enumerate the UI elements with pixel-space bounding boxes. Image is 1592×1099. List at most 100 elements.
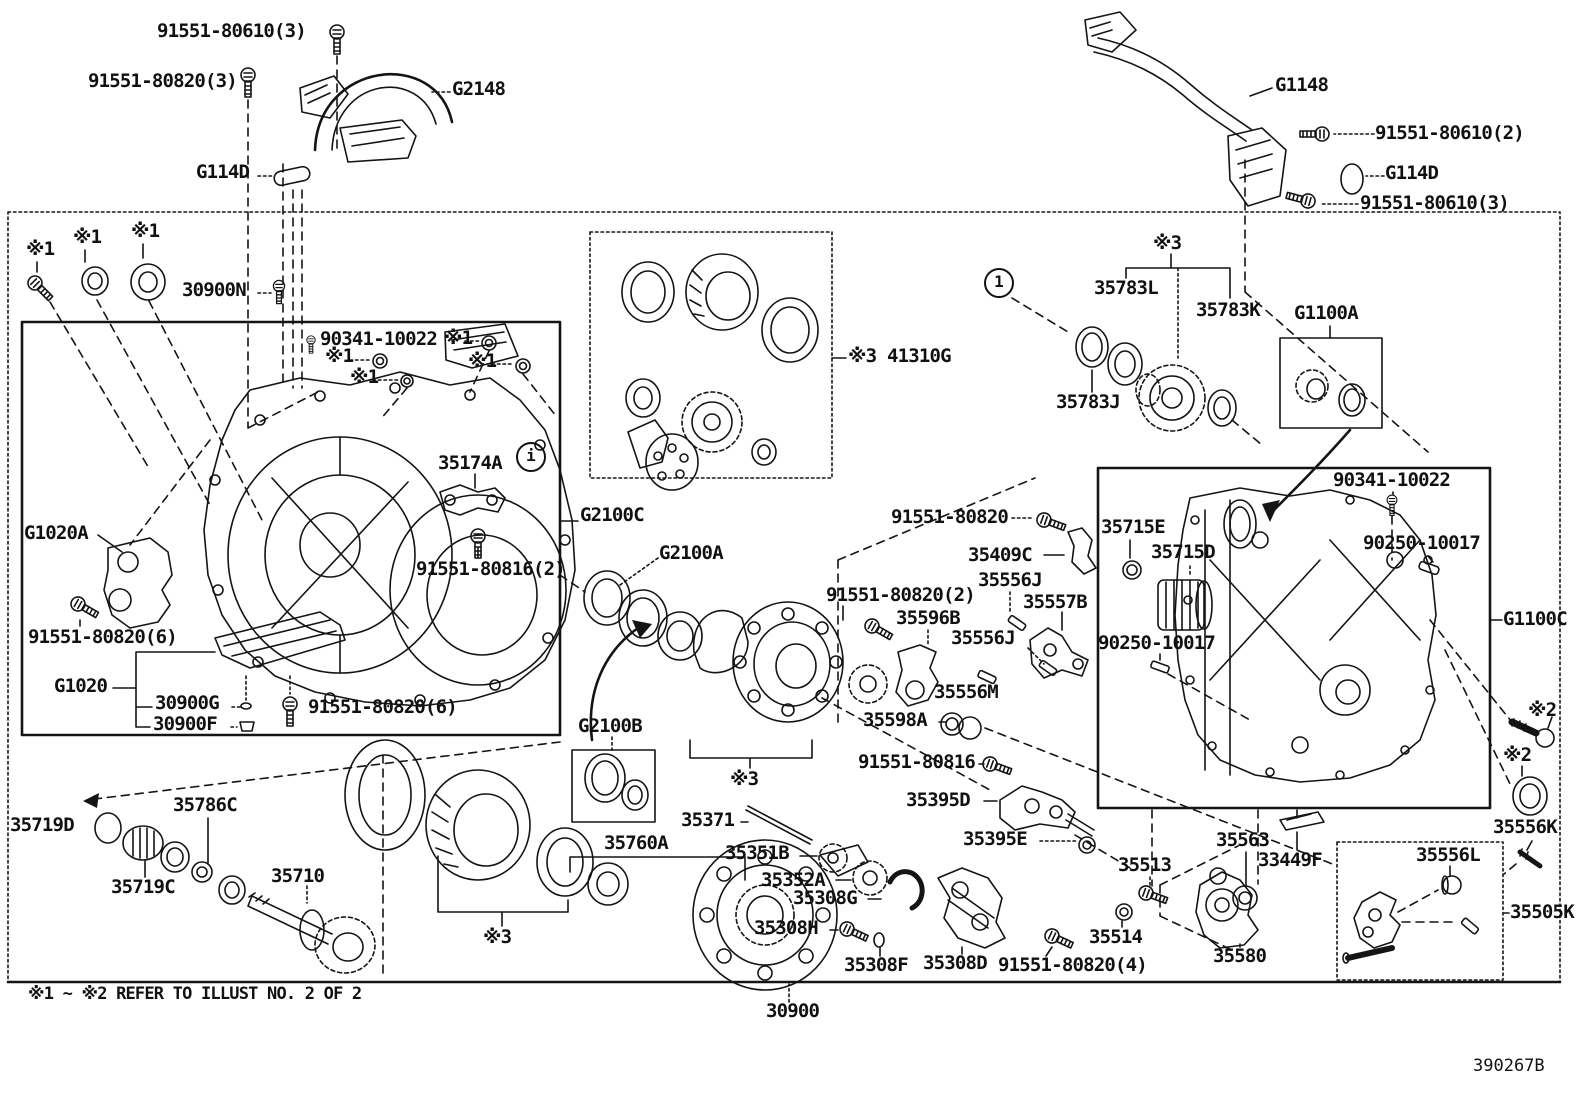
- transaxle-case-front: [129, 323, 576, 707]
- label-35719c: 35719C: [111, 876, 176, 898]
- label-30900n: 30900N: [182, 279, 247, 301]
- label-35556j-upper: 35556J: [978, 569, 1043, 591]
- label-35505k: 35505K: [1510, 901, 1575, 923]
- label-91551-80820-2: 91551-80820(2): [826, 584, 976, 606]
- label-35352a: 35352A: [761, 869, 826, 891]
- label-91551-80610-3-topleft: 91551-80610(3): [157, 20, 307, 42]
- label-91551-80610-3-right: 91551-80610(3): [1360, 192, 1510, 214]
- label-90341-10022-right: 90341-10022: [1333, 469, 1451, 491]
- label-91551-80820-6-right: 91551-80820(6): [308, 696, 458, 718]
- label-g1020a: G1020A: [24, 522, 89, 544]
- oil-pump-strainer: [67, 534, 346, 732]
- kit-g2100b: [584, 736, 649, 811]
- label-30900f: 30900F: [153, 713, 218, 735]
- shaft-and-pump-parts: [740, 805, 1076, 1003]
- asterisk1-parts: [24, 243, 286, 521]
- label-35174a: 35174A: [438, 452, 503, 474]
- label-g2100b: G2100B: [578, 715, 643, 737]
- label-g2148: G2148: [452, 78, 506, 100]
- label-35308g: 35308G: [793, 887, 858, 909]
- label-35308d: 35308D: [923, 952, 988, 974]
- callout-circle-1: 1: [984, 268, 1014, 298]
- label-35563: 35563: [1216, 829, 1270, 851]
- label-35783l: 35783L: [1094, 277, 1159, 299]
- label-ast1-e: ※1: [325, 345, 354, 367]
- label-90250-10017-upper: 90250-10017: [1363, 532, 1481, 554]
- label-ast3-top: ※3: [1153, 232, 1182, 254]
- footnote: ※1 ~ ※2 REFER TO ILLUST NO. 2 OF 2: [28, 984, 362, 1004]
- label-35308f: 35308F: [844, 954, 909, 976]
- label-g2100a: G2100A: [659, 542, 724, 564]
- label-ast3-bearings: ※3: [483, 926, 512, 948]
- differential-assembly: [559, 520, 1336, 866]
- output-shaft-group: [94, 812, 376, 974]
- hub-35760a: [569, 839, 869, 991]
- bracket-35174a: [439, 473, 506, 559]
- label-ast2-seal: ※2: [1503, 744, 1532, 766]
- label-35308h: 35308H: [754, 917, 819, 939]
- label-91551-80820-3: 91551-80820(3): [88, 70, 238, 92]
- kit-g1100a: [1295, 325, 1366, 417]
- label-35395d: 35395D: [906, 789, 971, 811]
- label-ast1-d: ※1: [444, 327, 473, 349]
- label-ast2-bolt: ※2: [1528, 699, 1557, 721]
- label-g1100c: G1100C: [1503, 608, 1568, 630]
- label-90341-10022-left: 90341-10022: [320, 328, 438, 350]
- label-ast1-c: ※1: [131, 220, 160, 242]
- label-g2100c: G2100C: [580, 504, 645, 526]
- label-ast3-diff: ※3: [730, 768, 759, 790]
- label-35514: 35514: [1089, 926, 1143, 948]
- label-35783k: 35783K: [1196, 299, 1261, 321]
- label-35719d: 35719D: [10, 814, 75, 836]
- label-91551-80816-2: 91551-80816(2): [416, 558, 566, 580]
- label-g1020: G1020: [54, 675, 108, 697]
- label-91551-80816: 91551-80816: [858, 751, 976, 773]
- label-35596b: 35596B: [896, 607, 961, 629]
- label-35351b: 35351B: [725, 842, 790, 864]
- label-g1148: G1148: [1275, 74, 1329, 96]
- label-ast1-b: ※1: [73, 226, 102, 248]
- label-g1100a: G1100A: [1294, 302, 1359, 324]
- label-35715e: 35715E: [1101, 516, 1166, 538]
- label-35715d: 35715D: [1151, 541, 1216, 563]
- transaxle-case-rear: [1122, 428, 1503, 783]
- label-91551-80820-4: 91551-80820(4): [998, 954, 1148, 976]
- label-91551-80820-top: 91551-80820: [891, 506, 1009, 528]
- main-assembly-label-30900: 30900: [766, 1000, 820, 1022]
- label-90250-10017-lower: 90250-10017: [1098, 632, 1216, 654]
- info-circle-icon: i: [516, 442, 546, 472]
- sheet-number: 390267B: [1473, 1056, 1545, 1076]
- shift-lever-cluster: [837, 477, 1131, 869]
- label-35409c: 35409C: [968, 544, 1033, 566]
- label-30900g: 30900G: [155, 692, 220, 714]
- wire-harness-g1148: [1084, 11, 1429, 453]
- asterisk1-rings: [306, 335, 557, 421]
- label-35556k: 35556K: [1493, 816, 1558, 838]
- label-35786c: 35786C: [173, 794, 238, 816]
- label-35598a: 35598A: [863, 709, 928, 731]
- label-35513: 35513: [1118, 854, 1172, 876]
- bearing-group: [83, 739, 629, 976]
- label-ast1-g: ※1: [350, 366, 379, 388]
- label-ast1-a: ※1: [26, 238, 55, 260]
- counter-gear-row: [1011, 253, 1263, 446]
- label-35580: 35580: [1213, 945, 1267, 967]
- label-91551-80610-2: 91551-80610(2): [1375, 122, 1525, 144]
- diff-kit-41310g: [621, 253, 847, 491]
- asterisk2-parts: [1429, 619, 1555, 816]
- label-ast1-f: ※1: [468, 350, 497, 372]
- label-35556m: 35556M: [934, 681, 999, 703]
- label-35710: 35710: [271, 865, 325, 887]
- label-35395e: 35395E: [963, 828, 1028, 850]
- kit-35505k: [1342, 840, 1543, 964]
- frame-boxes: [6, 211, 1562, 984]
- label-41310g: ※3 41310G: [848, 345, 952, 367]
- label-91551-80820-6-left: 91551-80820(6): [28, 626, 178, 648]
- label-35557b: 35557B: [1023, 591, 1088, 613]
- harness-clamp-g2148: [240, 24, 454, 429]
- label-g114d-left: G114D: [196, 161, 250, 183]
- label-33449f: 33449F: [1258, 849, 1323, 871]
- label-35760a: 35760A: [604, 832, 669, 854]
